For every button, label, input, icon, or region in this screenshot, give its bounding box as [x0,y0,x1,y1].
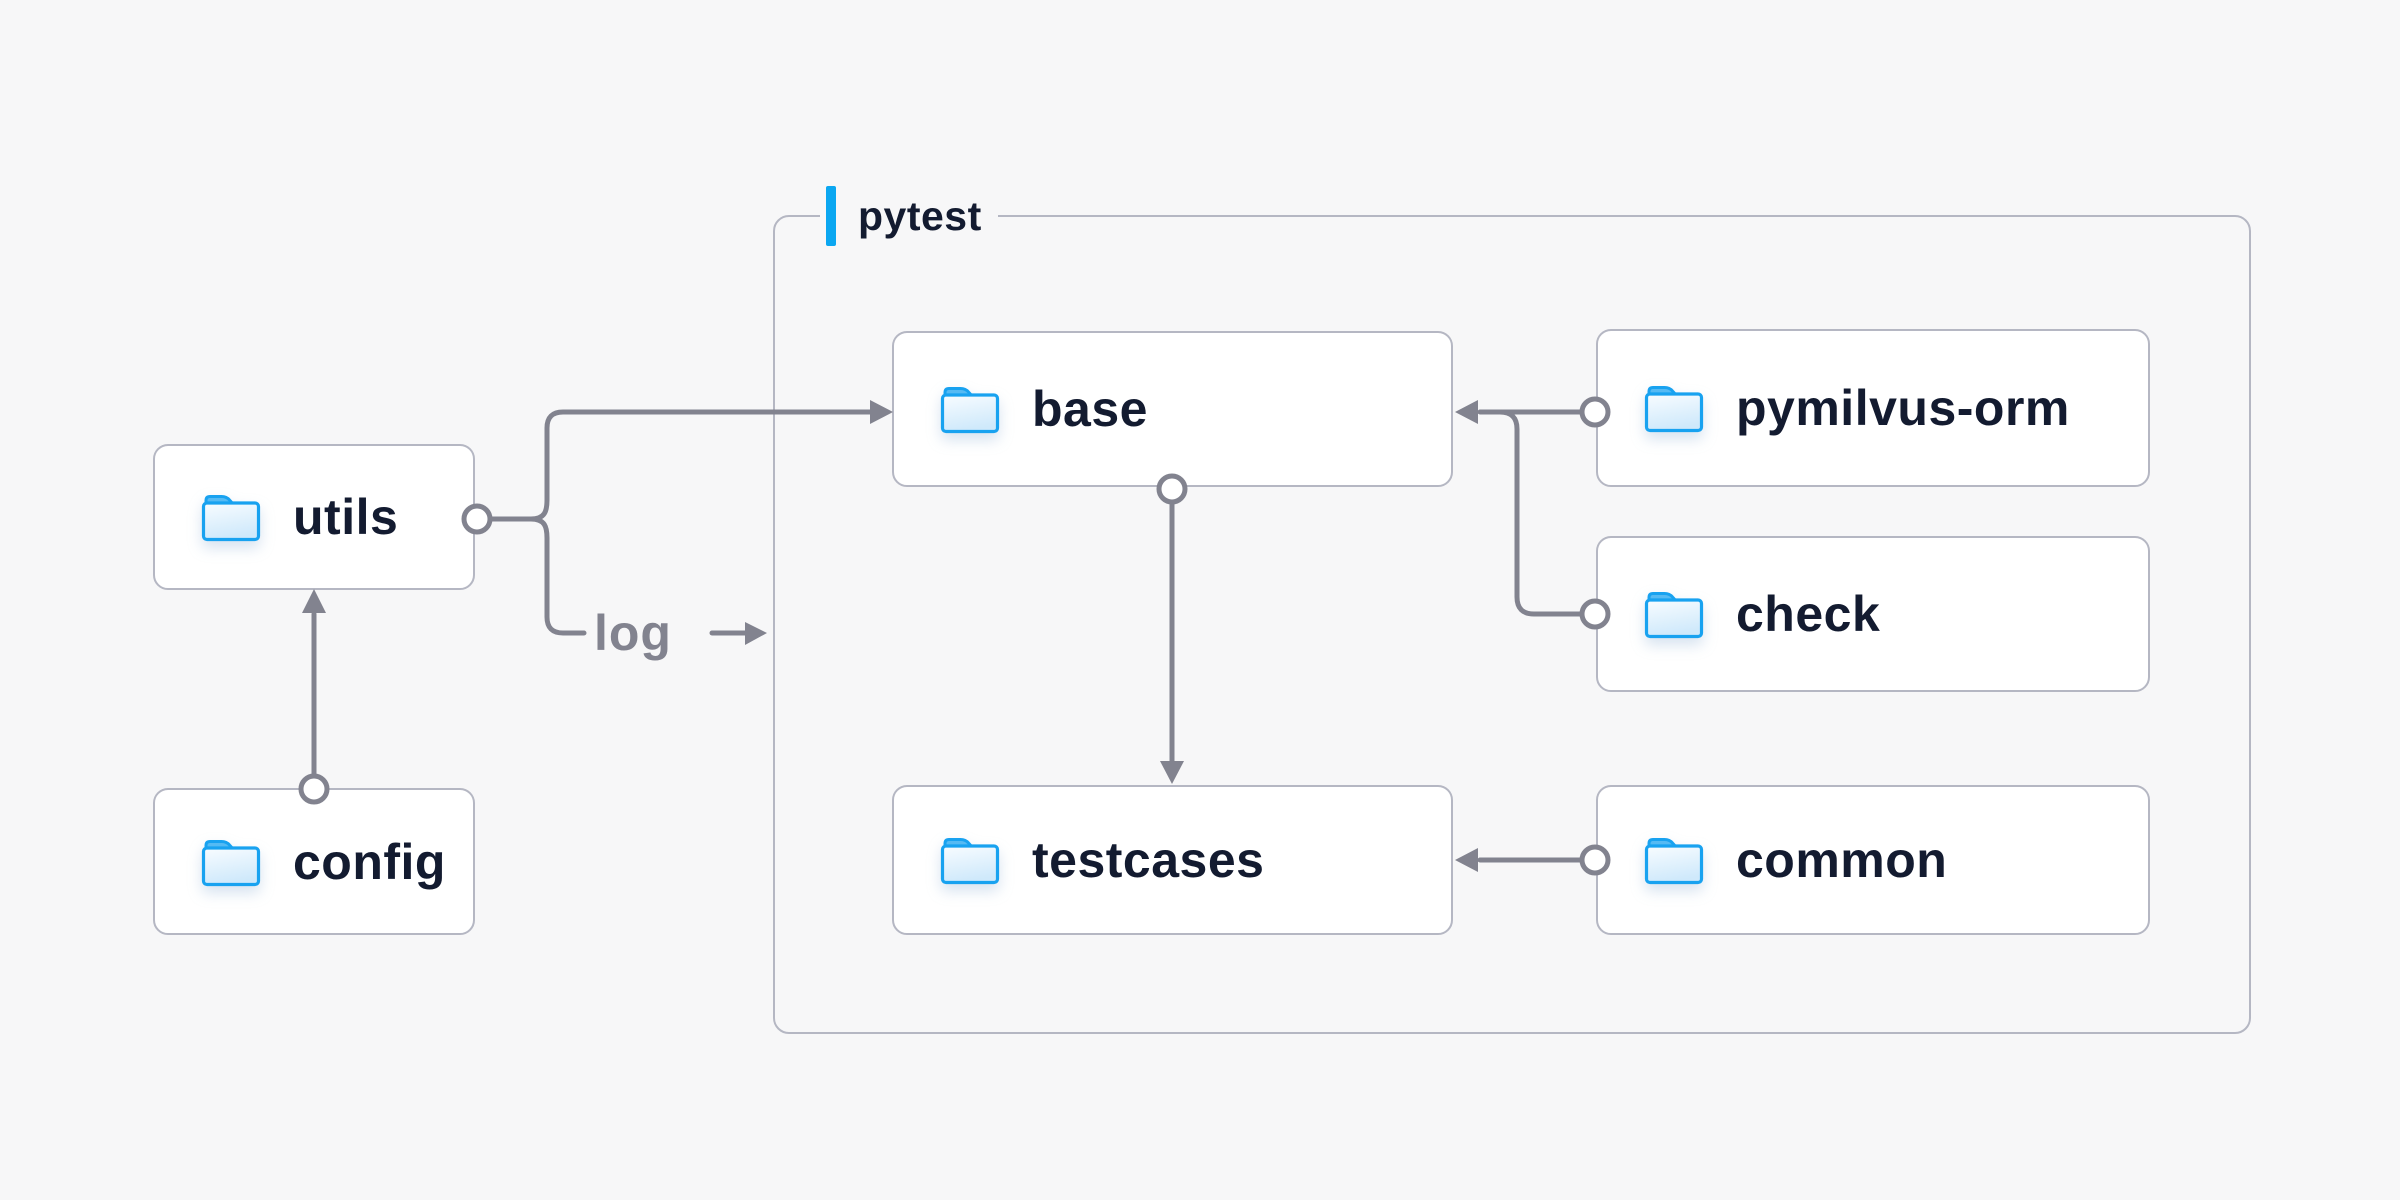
node-label: check [1736,586,1881,642]
node-label: common [1736,832,1948,888]
pytest-group: pytest [773,185,2251,1034]
node-label: base [1032,381,1148,437]
folder-icon [940,387,1000,434]
node-label: testcases [1032,832,1265,888]
accent-bar [826,186,836,246]
node-label: pymilvus-orm [1736,380,2070,436]
arrowhead-log [745,622,767,645]
node-utils: utils [153,444,475,590]
group-label-text: pytest [858,192,982,239]
node-common: common [1596,785,2150,935]
arrowhead-into-utils [302,589,326,613]
node-pymilvus-orm: pymilvus-orm [1596,329,2150,487]
node-testcases: testcases [892,785,1453,935]
pytest-group-label: pytest [820,185,998,247]
folder-icon [940,838,1000,885]
folder-icon [1644,592,1704,639]
folder-icon [201,495,261,542]
node-label: config [293,833,446,890]
node-check: check [1596,536,2150,692]
folder-icon [1644,838,1704,885]
folder-icon [1644,386,1704,433]
node-config: config [153,788,475,935]
folder-icon [201,839,261,886]
edge-utils-log [528,516,587,636]
node-base: base [892,331,1453,487]
node-label: utils [293,489,399,545]
edge-label-log: log [594,605,672,661]
